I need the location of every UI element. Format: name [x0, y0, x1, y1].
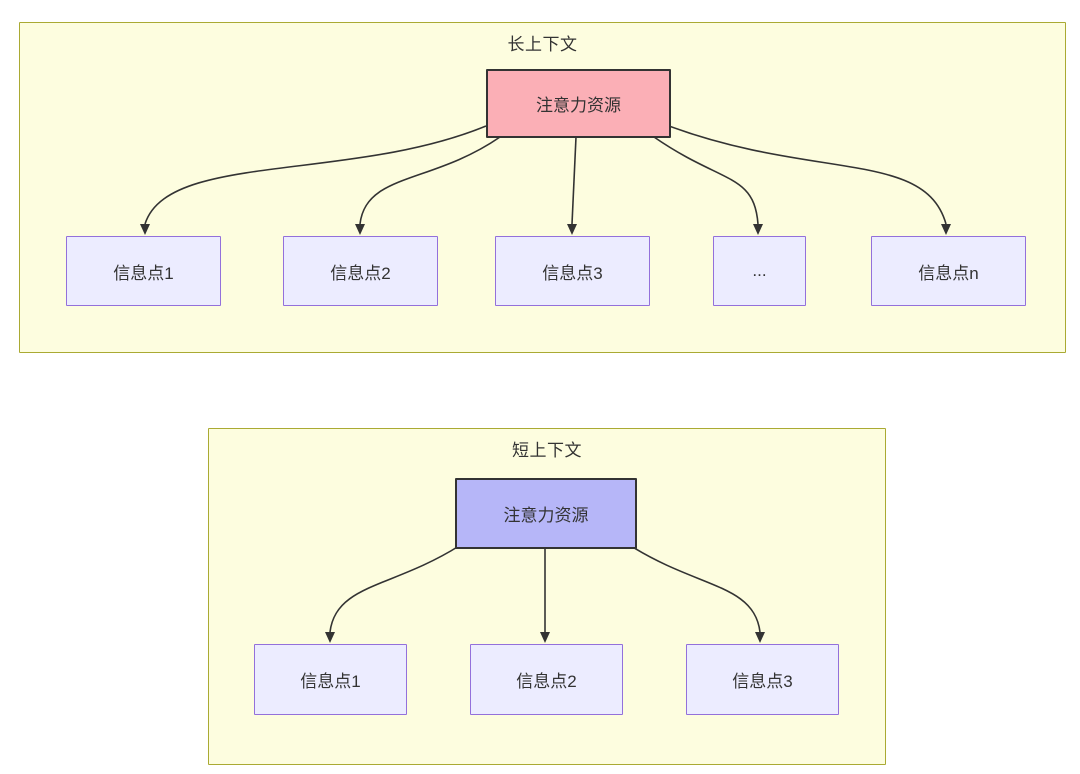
- short-attention-resource-node: 注意力资源: [455, 478, 637, 549]
- long-context-container: 长上下文 注意力资源 信息点1 信息点2 信息点3 ... 信息点n: [19, 22, 1066, 353]
- short-context-title: 短上下文: [512, 441, 582, 460]
- short-info-node-1: 信息点1: [254, 644, 407, 715]
- long-info-node-1: 信息点1: [66, 236, 221, 306]
- long-info-node-3: 信息点3: [495, 236, 650, 306]
- long-info-node-ellipsis: ...: [713, 236, 806, 306]
- long-context-title: 长上下文: [507, 35, 578, 54]
- short-info-node-3: 信息点3: [686, 644, 839, 715]
- long-attention-resource-node: 注意力资源: [486, 69, 671, 138]
- long-info-node-n: 信息点n: [871, 236, 1026, 306]
- short-info-node-2: 信息点2: [470, 644, 623, 715]
- long-info-node-2: 信息点2: [283, 236, 438, 306]
- short-context-container: 短上下文 注意力资源 信息点1 信息点2 信息点3: [208, 428, 886, 765]
